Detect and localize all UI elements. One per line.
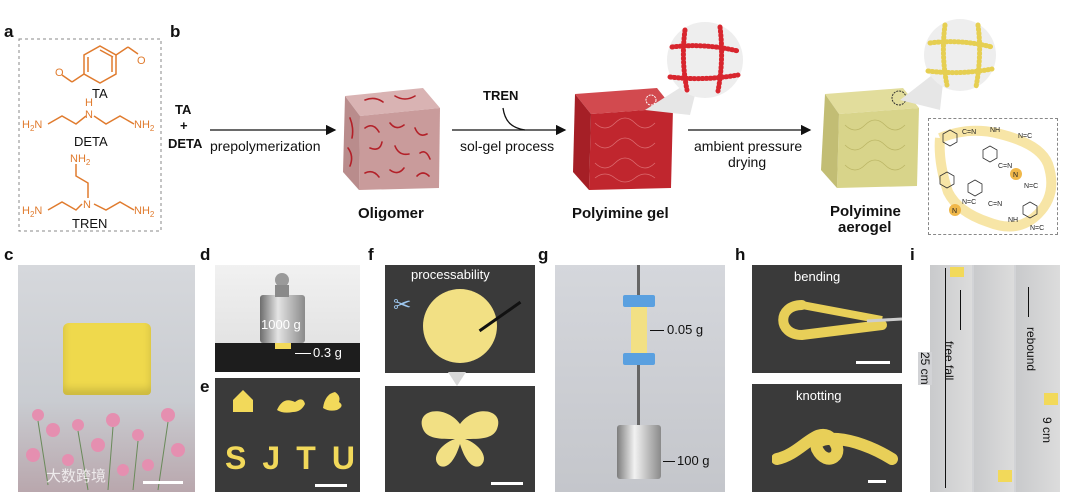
label-rebound: rebound xyxy=(1024,327,1038,371)
scale-bar-h-top xyxy=(856,361,890,364)
letter-u: U xyxy=(332,440,355,477)
letter-j: J xyxy=(262,440,280,477)
panel-f-bottom xyxy=(385,386,535,492)
bond-10: NH xyxy=(1008,217,1018,224)
step-sol-gel: sol-gel process xyxy=(460,138,554,154)
bond-7: N xyxy=(952,208,957,215)
panel-label-e: e xyxy=(200,377,209,397)
label-bending: bending xyxy=(794,269,840,284)
scale-bar-f xyxy=(491,482,523,485)
letter-t: T xyxy=(296,440,316,477)
panel-h-top: bending xyxy=(752,265,902,373)
height-line xyxy=(945,268,946,488)
arrow-0-3g xyxy=(295,353,311,354)
bond-1: C=N xyxy=(962,129,976,136)
panel-i-photo: free fall rebound 9 cm xyxy=(930,265,1060,492)
tren-reagent: TREN xyxy=(483,88,518,103)
scale-bar-h-bottom xyxy=(868,480,886,483)
step-drying-line2: drying xyxy=(728,154,766,170)
down-arrow-icon xyxy=(448,372,466,386)
bond-3: N=C xyxy=(1018,133,1032,140)
panel-c-photo: 大数跨境 xyxy=(18,265,195,492)
butterfly-shape xyxy=(415,404,505,474)
panel-h-bottom: knotting xyxy=(752,384,902,492)
panel-label-c: c xyxy=(4,245,13,265)
scissors-icon: ✂ xyxy=(393,293,411,318)
bond-4: C=N xyxy=(998,163,1012,170)
bond-9: C=N xyxy=(988,201,1002,208)
label-knotting: knotting xyxy=(796,388,842,403)
frame-3 xyxy=(1016,265,1060,492)
watermark: 大数跨境 xyxy=(46,465,106,486)
step-drying-line1: ambient pressure xyxy=(694,138,802,154)
panel-label-i: i xyxy=(910,245,915,265)
hook-top xyxy=(637,265,640,295)
label-9cm: 9 cm xyxy=(1040,417,1054,443)
flowers xyxy=(18,385,195,492)
clip-top xyxy=(623,295,655,307)
cut-shapes xyxy=(215,378,360,428)
gel-network-zoom xyxy=(630,15,760,125)
bond-11: N=C xyxy=(1030,225,1044,232)
label-1000g: 1000 g xyxy=(261,317,301,332)
label-aerogel-line2: aerogel xyxy=(838,219,891,236)
sample-d xyxy=(275,343,291,349)
panel-g-photo: 0.05 g 100 g xyxy=(555,265,725,492)
aerogel-chemistry: C=N NH N=C C=N N N=C N N=C C=N NH N=C xyxy=(928,118,1058,236)
panel-label-h: h xyxy=(735,245,745,265)
arrow-100g xyxy=(663,461,675,462)
ball-1 xyxy=(950,267,964,277)
bond-2: NH xyxy=(990,127,1000,134)
oligomer-cube xyxy=(335,78,450,193)
ball-3 xyxy=(1044,393,1058,405)
label-25cm: 25 cm xyxy=(918,352,932,385)
arrow-rebound xyxy=(1028,287,1029,317)
weight-neck xyxy=(275,285,289,297)
sample-strip xyxy=(631,307,647,353)
scale-bar-c xyxy=(143,481,183,484)
arrow-free-fall xyxy=(960,290,961,330)
aerogel-network-zoom xyxy=(900,15,1000,115)
panel-label-g: g xyxy=(538,245,548,265)
letter-s: S xyxy=(225,440,246,477)
label-0-3g: 0.3 g xyxy=(313,345,342,360)
frame-2 xyxy=(974,265,1014,492)
step-prepolymerization: prepolymerization xyxy=(210,138,321,154)
arrow-0-05g xyxy=(650,330,664,331)
label-0-05g: 0.05 g xyxy=(667,322,703,337)
clip-bottom xyxy=(623,353,655,365)
knotted-strip xyxy=(772,414,902,474)
bent-strip xyxy=(772,295,902,345)
bond-6: N=C xyxy=(1024,183,1038,190)
hook-bottom xyxy=(637,365,640,425)
panel-label-d: d xyxy=(200,245,210,265)
bond-8: N=C xyxy=(962,199,976,206)
bond-5: N xyxy=(1013,172,1018,179)
scale-bar-e xyxy=(315,484,347,487)
panel-label-f: f xyxy=(368,245,374,265)
letters-row: S J T U xyxy=(225,440,355,477)
tren-addition-curve xyxy=(503,108,525,130)
panel-d-photo: 1000 g 0.3 g xyxy=(215,265,360,372)
panel-e-photo: S J T U xyxy=(215,378,360,492)
label-gel: Polyimine gel xyxy=(572,205,669,222)
processability-title: processability xyxy=(411,267,490,282)
panel-f-top: processability ✂ xyxy=(385,265,535,373)
label-oligomer: Oligomer xyxy=(358,205,424,222)
ball-2 xyxy=(998,470,1012,482)
label-aerogel-line1: Polyimine xyxy=(830,203,901,220)
weight-100g xyxy=(617,425,661,479)
label-100g: 100 g xyxy=(677,453,710,468)
